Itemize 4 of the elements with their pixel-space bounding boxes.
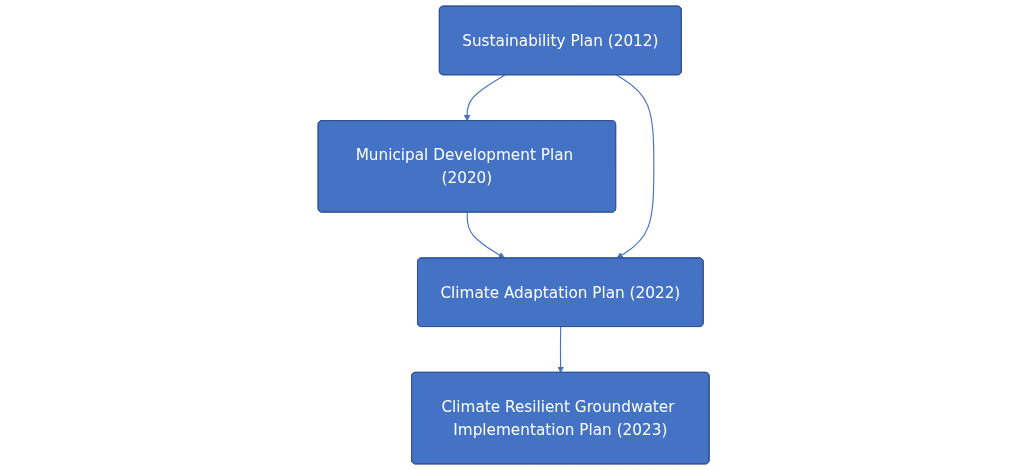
arrow	[557, 326, 564, 373]
arrow	[463, 74, 506, 122]
arrow	[616, 74, 655, 259]
arrow	[466, 211, 505, 259]
